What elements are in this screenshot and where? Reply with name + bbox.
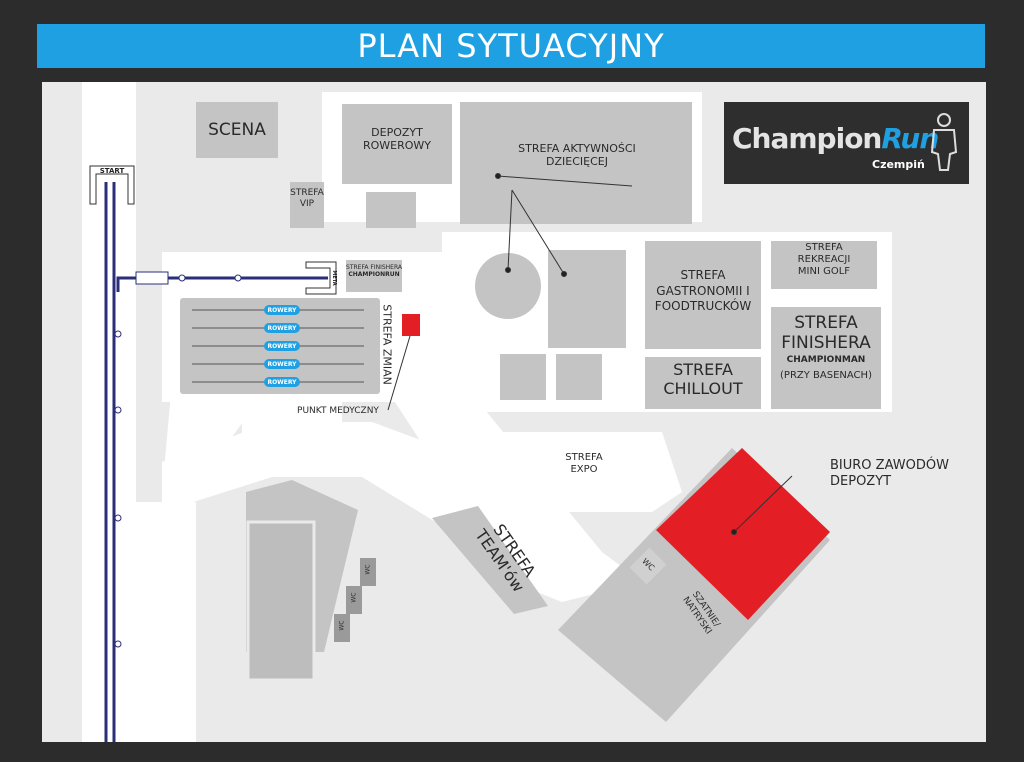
strefa-gastronomii-block	[643, 239, 763, 351]
strefa-finishera-line-a: STREFA FINISHERA	[781, 313, 871, 353]
route-node	[234, 274, 242, 282]
leader-line	[507, 189, 513, 271]
strefa-expo-label: STREFA EXPO	[565, 452, 603, 475]
strefa-finishera-line-c: (PRZY BASENACH)	[780, 369, 872, 381]
logo-brand-run: Run	[881, 122, 939, 155]
leader-line	[733, 475, 793, 533]
west-building-inner	[246, 520, 316, 682]
pool-block	[548, 250, 626, 348]
round-pool	[475, 253, 541, 319]
rowery-tag	[264, 341, 300, 351]
biuro-zawodow-zone	[656, 448, 830, 620]
wc-boxes	[334, 547, 667, 642]
rowery-label: ROWERY	[267, 325, 297, 332]
strefa-zmian-label: STREFA ZMIAN	[380, 304, 394, 385]
wc-box	[360, 558, 376, 586]
rowery-tag	[264, 323, 300, 333]
leader-dot	[505, 267, 511, 273]
strefa-aktywnosci-label: STREFA AKTYWNOŚCI DZIECIĘCEJ	[518, 142, 636, 169]
wc-box	[629, 547, 667, 585]
rowery-label: ROWERY	[267, 379, 297, 386]
strefa-vip-label: STREFA VIP	[290, 188, 324, 209]
page-title: PLAN SYTUACYJNY	[37, 24, 985, 68]
start-label: START	[100, 167, 125, 175]
rowery-tag	[264, 305, 300, 315]
strefa-vip-block	[290, 182, 324, 228]
meta-gate	[305, 261, 337, 295]
wc-box	[346, 586, 362, 614]
leader-line	[497, 175, 633, 187]
strefa-chillout-block	[643, 355, 763, 411]
athlete-figure-icon	[930, 113, 958, 171]
leader-dot	[495, 173, 501, 179]
championrun-logo: ChampionRun Czempiń	[724, 102, 969, 184]
depozyt-rowerowy-block	[342, 104, 452, 184]
strefa-finishera-small-label: STREFA FINISHERA CHAMPIONRUN	[344, 264, 404, 278]
small-block-b	[556, 354, 602, 400]
logo-brand-champion: Champion	[732, 122, 882, 155]
meta-label: META	[331, 270, 337, 285]
leader-line	[511, 189, 565, 275]
strefa-finishera-small-line-a: STREFA FINISHERA	[346, 264, 402, 271]
strefa-teamow-block	[432, 506, 548, 614]
route-gate	[135, 271, 169, 285]
small-block-a	[500, 354, 546, 400]
route-node	[114, 514, 122, 522]
route-node	[178, 274, 186, 282]
punkt-medyczny-marker	[402, 314, 420, 336]
red-zones	[402, 314, 830, 620]
route-node	[114, 330, 122, 338]
rowery-label: ROWERY	[267, 361, 297, 368]
route-node	[114, 640, 122, 648]
rowery-tag-labels: ROWERY ROWERY ROWERY ROWERY ROWERY	[267, 307, 297, 386]
small-block-north	[366, 192, 416, 228]
wc-box	[334, 614, 350, 642]
biuro-zawodow-label: BIURO ZAWODÓW DEPOZYT	[830, 458, 949, 489]
start-gate	[89, 165, 135, 205]
rowery-label: ROWERY	[267, 343, 297, 350]
wc-label: WC	[338, 620, 346, 631]
route-to-meta-a	[116, 276, 328, 292]
scena-label: SCENA	[208, 120, 266, 140]
strefa-chillout-label: STREFA CHILLOUT	[663, 360, 743, 399]
rowery-tag	[264, 377, 300, 387]
wc-label: WC	[364, 564, 372, 575]
leader-dot	[731, 529, 737, 535]
path-south	[136, 502, 196, 742]
route-node	[114, 406, 122, 414]
scena-block	[196, 102, 278, 158]
race-route	[104, 182, 328, 742]
rowery-tags	[264, 305, 300, 387]
leader-dot	[561, 271, 567, 277]
strefa-finishera-small-line-b: CHAMPIONRUN	[348, 271, 400, 279]
rowery-tag	[264, 359, 300, 369]
expo-pad	[462, 432, 682, 512]
route-nodes	[114, 271, 242, 648]
depozyt-rowerowy-label: DEPOZYT ROWEROWY	[362, 126, 432, 153]
logo-sub-czempin: Czempiń	[872, 158, 925, 171]
strefa-finishera-label: STREFA FINISHERA CHAMPIONMAN (PRZY BASEN…	[770, 313, 882, 382]
site-plan-drawing: ROWERY ROWERY ROWERY ROWERY ROWERY	[82, 82, 892, 742]
strefa-rekreacji-block	[769, 239, 879, 291]
leader-line	[387, 335, 411, 411]
leader-lines	[387, 173, 793, 535]
wc-label: WC	[350, 592, 358, 603]
strefa-finishera-block	[769, 305, 883, 411]
punkt-medyczny-label: PUNKT MEDYCZNY	[297, 406, 379, 416]
rowery-label: ROWERY	[267, 307, 297, 314]
strefa-rekreacji-label: STREFA REKREACJI MINI GOLF	[797, 242, 851, 277]
strefa-finishera-line-b: CHAMPIONMAN	[786, 355, 866, 366]
strefa-aktywnosci-block	[460, 102, 692, 224]
strefa-gastronomii-label: STREFA GASTRONOMII I FOODTRUCKÓW	[654, 268, 752, 314]
strefa-finishera-small-block	[346, 260, 402, 292]
site-plan-map: ROWERY ROWERY ROWERY ROWERY ROWERY	[42, 82, 986, 742]
